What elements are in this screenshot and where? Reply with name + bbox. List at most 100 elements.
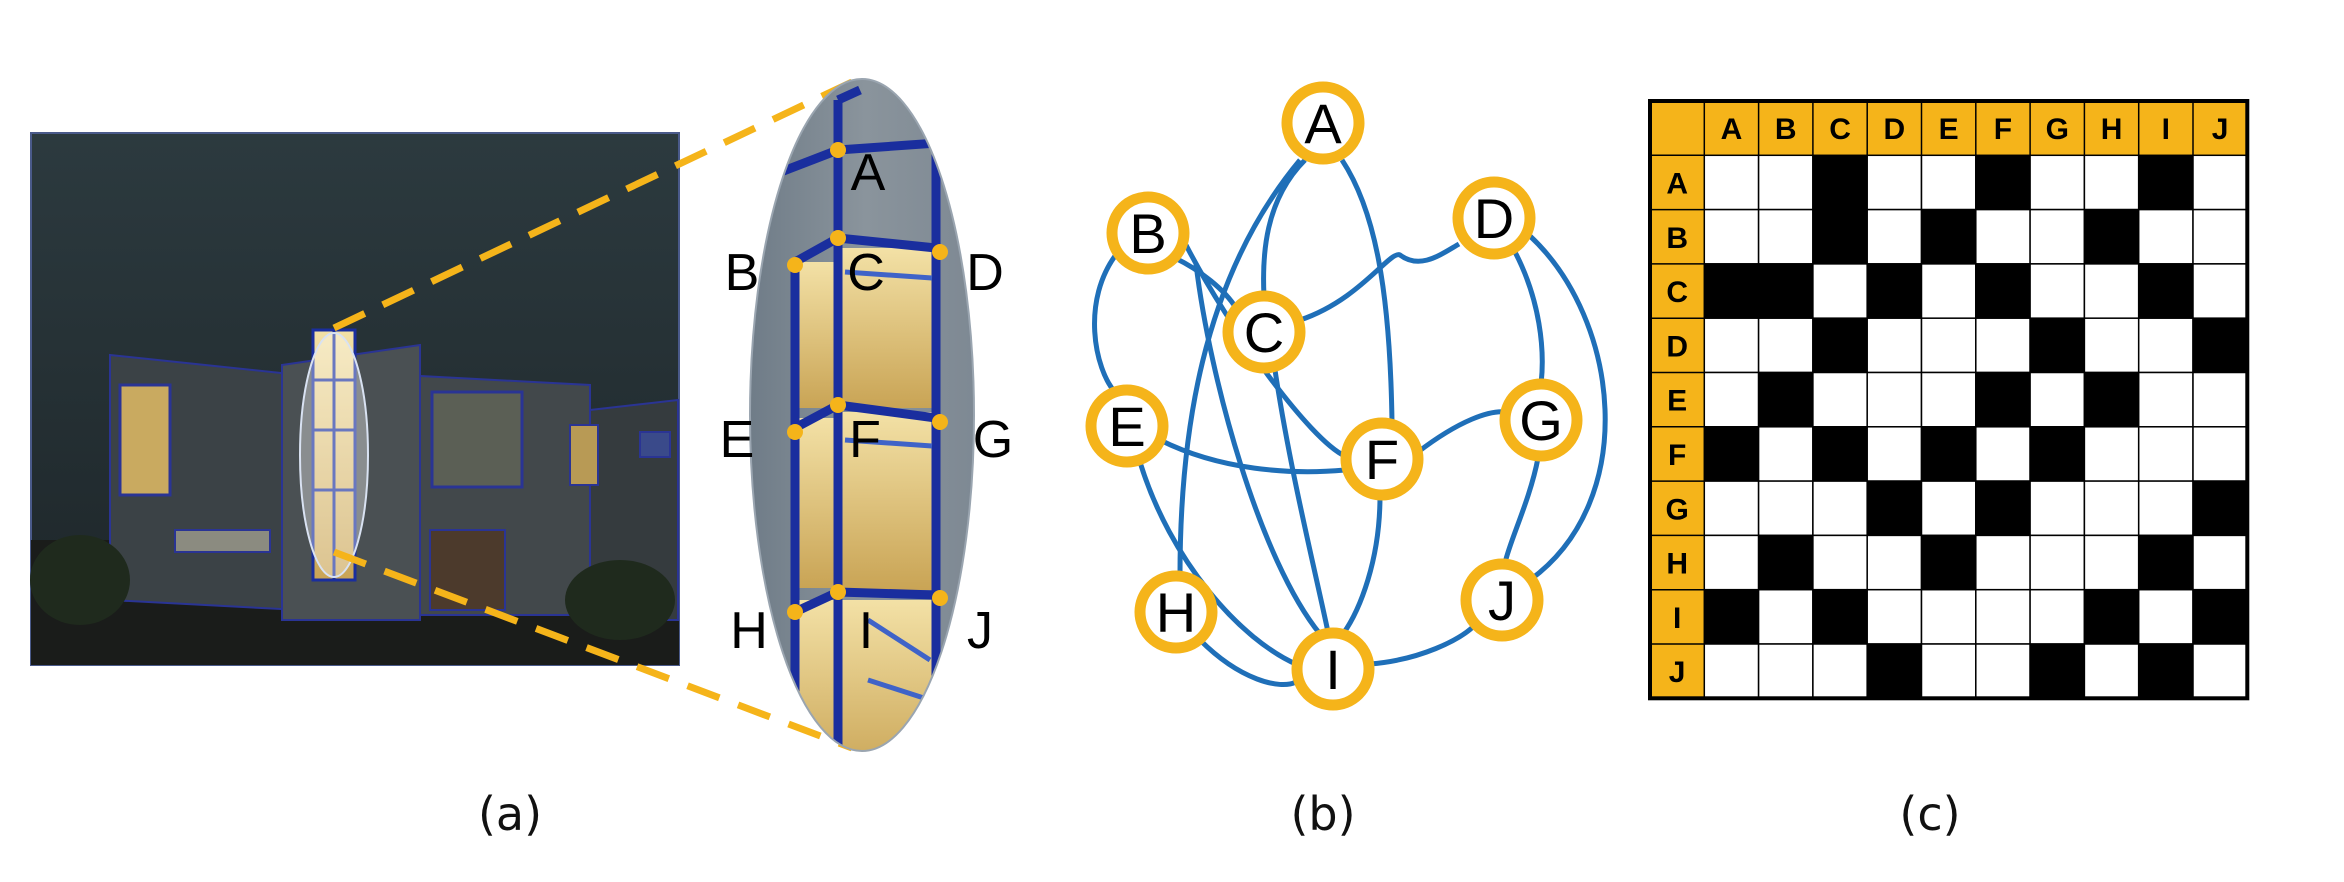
matrix-row-header-a: A: [1666, 167, 1688, 200]
matrix-cell-b-c: [1812, 208, 1868, 265]
matrix-cell-g-i: [2137, 480, 2194, 537]
keypoint-label-j: J: [967, 602, 993, 660]
matrix-cell-d-c: [1812, 317, 1868, 374]
panel-a: [30, 78, 854, 752]
matrix-cell-b-e: [1920, 208, 1977, 265]
matrix-cell-a-e: [1920, 154, 1977, 211]
matrix-cell-c-b: [1757, 263, 1814, 319]
matrix-row-header-g: G: [1665, 493, 1688, 526]
matrix-cell-j-d: [1866, 643, 1923, 700]
graph-node-c: [1222, 290, 1306, 374]
graph-node-a: [1281, 81, 1365, 165]
matrix-col-header-j: J: [2212, 113, 2229, 146]
zoom-line-top: [332, 78, 854, 332]
keypoint-dot-c: [830, 230, 846, 246]
graph-node-label-a: A: [1304, 92, 1342, 155]
matrix-cell-c-j: [2192, 263, 2249, 319]
matrix-cell-j-a: [1703, 643, 1760, 700]
keypoint-dot-d: [932, 244, 948, 260]
keypoint-dot-f: [830, 397, 846, 413]
graph-node-b: [1106, 191, 1190, 275]
matrix-cell-i-b: [1757, 588, 1814, 645]
matrix-cell-g-e: [1920, 480, 1977, 537]
matrix-cell-b-b: [1757, 208, 1814, 265]
matrix-cell-h-j: [2192, 534, 2249, 591]
matrix-cell-g-b: [1757, 480, 1814, 537]
graph-node-label-d: D: [1474, 187, 1514, 250]
matrix-cell-f-h: [2083, 426, 2140, 482]
graph-node-i: [1291, 627, 1375, 711]
matrix-cell-f-j: [2192, 426, 2249, 482]
graph-edge-f-i: [1340, 495, 1383, 636]
graph-node-e: [1085, 384, 1169, 468]
matrix-cell-f-e: [1920, 426, 1977, 482]
matrix-cell-i-f: [1975, 588, 2031, 645]
matrix-cell-e-g: [2029, 371, 2086, 428]
matrix-cell-i-d: [1866, 588, 1923, 645]
matrix-cell-h-f: [1975, 534, 2031, 591]
keypoint-label-h: H: [730, 602, 768, 660]
matrix-col-header-h: H: [2101, 113, 2123, 146]
keypoint-dot-j: [932, 590, 948, 606]
matrix-cell-g-g: [2029, 480, 2086, 537]
matrix-cell-e-c: [1812, 371, 1868, 428]
graph-node-label-f: F: [1365, 428, 1399, 491]
matrix-cell-j-c: [1812, 643, 1868, 700]
matrix-cell-d-h: [2083, 317, 2140, 374]
matrix-col-header-b: B: [1775, 113, 1797, 146]
matrix-cell-b-g: [2029, 208, 2086, 265]
matrix-cell-d-j: [2192, 317, 2249, 374]
matrix-cell-c-d: [1866, 263, 1923, 319]
matrix-row-header-c: C: [1666, 276, 1688, 309]
matrix-cell-e-b: [1757, 371, 1814, 428]
graph-node-label-e: E: [1108, 395, 1145, 458]
matrix-cell-f-b: [1757, 426, 1814, 482]
matrix-cell-a-j: [2192, 154, 2249, 211]
matrix-cell-d-a: [1703, 317, 1760, 374]
matrix-row-header-f: F: [1668, 439, 1686, 472]
keypoint-label-i: I: [859, 602, 873, 660]
matrix-cell-e-f: [1975, 371, 2031, 428]
matrix-cell-d-b: [1757, 317, 1814, 374]
matrix-cell-j-b: [1757, 643, 1814, 700]
matrix-cell-e-j: [2192, 371, 2249, 428]
matrix-cell-b-f: [1975, 208, 2031, 265]
graph-edge-d-j: [1528, 234, 1608, 583]
matrix-cell-d-g: [2029, 317, 2086, 374]
matrix-cell-h-c: [1812, 534, 1868, 591]
matrix-cell-h-e: [1920, 534, 1977, 591]
matrix-col-header-f: F: [1994, 113, 2012, 146]
zoom-line-bottom: [332, 548, 854, 752]
matrix-cell-h-i: [2137, 534, 2194, 591]
graph-edge-b-e: [1092, 250, 1120, 394]
matrix-cell-c-g: [2029, 263, 2086, 319]
matrix-col-header-c: C: [1829, 113, 1851, 146]
graph-edge-h-i: [1198, 638, 1298, 688]
keypoint-dot-h: [787, 604, 803, 620]
matrix-row-header-j: J: [1669, 656, 1686, 689]
graph-node-label-j: J: [1488, 569, 1516, 632]
matrix-cell-e-i: [2137, 371, 2194, 428]
caption-b: (b): [1290, 787, 1355, 841]
matrix-cell-g-h: [2083, 480, 2140, 537]
keypoint-dot-b: [787, 257, 803, 273]
matrix-cell-f-f: [1975, 426, 2031, 482]
matrix-cell-a-d: [1866, 154, 1923, 211]
matrix-cell-g-c: [1812, 480, 1868, 537]
matrix-cell-d-i: [2137, 317, 2194, 374]
matrix-cell-g-j: [2192, 480, 2249, 537]
graph-node-f: [1340, 417, 1424, 501]
matrix-cell-d-d: [1866, 317, 1923, 374]
matrix-col-header-d: D: [1884, 113, 1906, 146]
matrix-cell-c-i: [2137, 263, 2194, 319]
keypoint-label-e: E: [720, 411, 755, 469]
matrix-cell-c-e: [1920, 263, 1977, 319]
graph-node-d: [1452, 176, 1536, 260]
graph-node-label-b: B: [1129, 202, 1166, 265]
matrix-cell-b-i: [2137, 208, 2194, 265]
matrix-cell-j-i: [2137, 643, 2194, 700]
matrix-cell-c-a: [1703, 263, 1760, 319]
keypoint-dot-g: [932, 414, 948, 430]
